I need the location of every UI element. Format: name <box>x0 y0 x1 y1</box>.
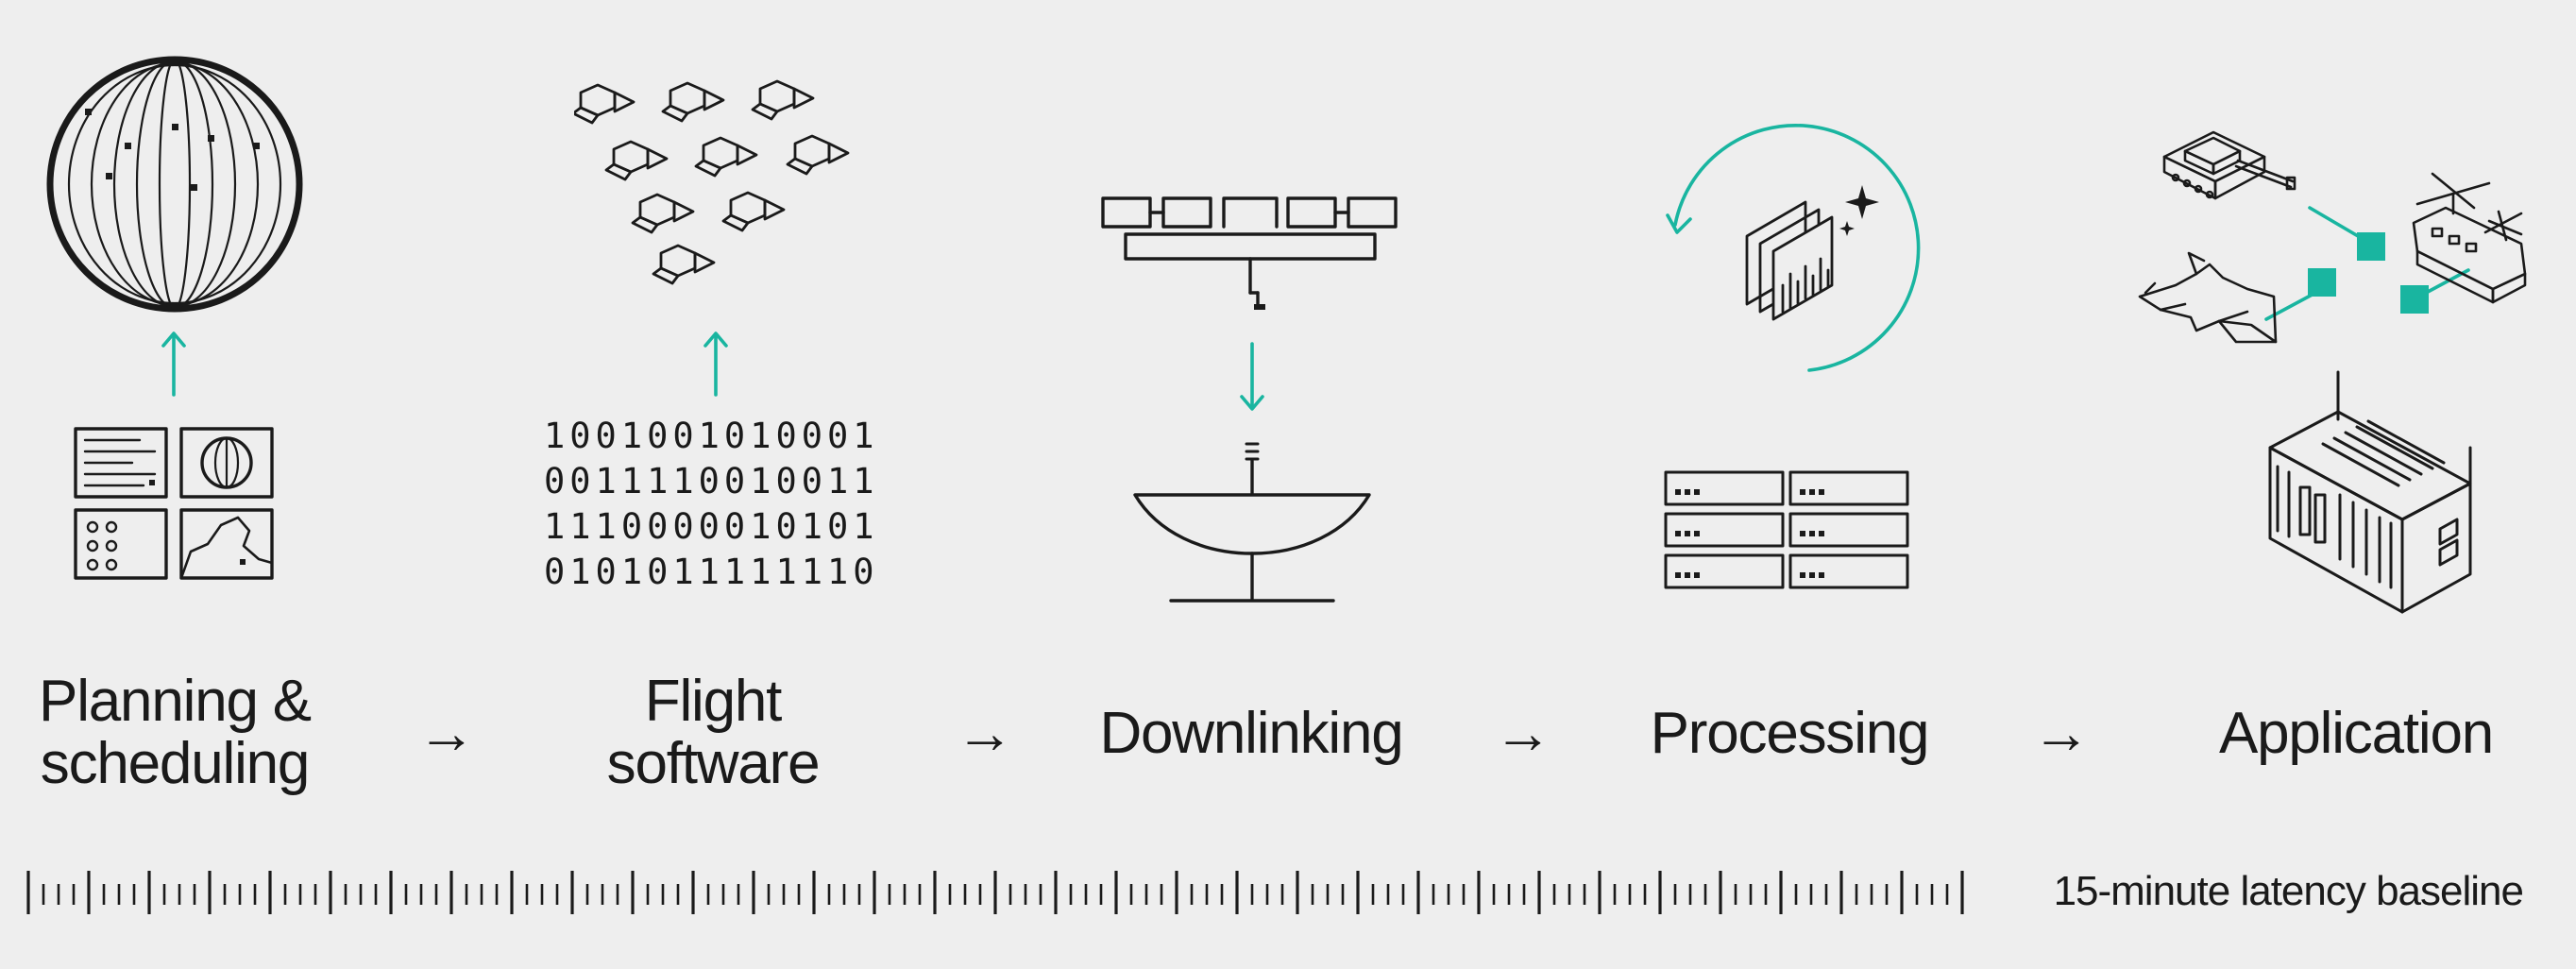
binary-line: 1110000010101 <box>544 506 879 547</box>
refresh-cycle-icon <box>1666 124 1921 372</box>
globe-icon <box>46 56 303 313</box>
flow-arrow-1: → <box>417 701 476 766</box>
server-rack-icon <box>1664 470 1909 589</box>
flow-arrow-2: → <box>956 701 1014 766</box>
stage-label-planning-line1: Planning & <box>39 669 312 734</box>
fighter-jet-icon <box>2138 251 2278 344</box>
uplink-arrow-icon <box>703 332 728 397</box>
network-node <box>2357 232 2385 261</box>
uplink-arrow-icon <box>161 332 186 397</box>
stage-label-flight-line1: Flight <box>644 669 783 734</box>
stage-label-flight-software: Flight software <box>557 671 869 795</box>
binary-line: 0101011111110 <box>544 552 879 592</box>
latency-label: 15-minute latency baseline <box>2053 868 2524 914</box>
network-node <box>2400 285 2429 314</box>
mission-dashboard-icon <box>74 427 274 580</box>
stage-label-processing: Processing <box>1650 701 1930 766</box>
binary-line: 1001001010001 <box>544 416 879 456</box>
flow-arrow-4: → <box>2032 701 2091 766</box>
container-icon <box>2268 370 2472 614</box>
network-node <box>2308 268 2336 297</box>
tank-icon <box>2162 130 2296 200</box>
stage-label-downlinking: Downlinking <box>1099 701 1403 766</box>
stage-label-application: Application <box>2218 701 2494 766</box>
application-network-icon <box>2138 130 2527 344</box>
binary-code: 1001001010001 0011110010011 111000001010… <box>544 414 879 595</box>
satellite-swarm-icon <box>574 79 850 285</box>
data-stack-icon <box>1745 185 1879 321</box>
helicopter-icon <box>2412 172 2527 304</box>
latency-ruler <box>26 871 1964 914</box>
stage-label-planning-line2: scheduling <box>40 731 311 796</box>
binary-line: 0011110010011 <box>544 461 879 502</box>
stage-label-planning: Planning & scheduling <box>19 671 330 795</box>
downlink-arrow-icon <box>1240 342 1264 411</box>
ground-dish-icon <box>1133 442 1371 603</box>
satellite-icon <box>1101 196 1398 310</box>
stage-label-flight-line2: software <box>606 731 821 796</box>
flow-arrow-3: → <box>1494 701 1552 766</box>
